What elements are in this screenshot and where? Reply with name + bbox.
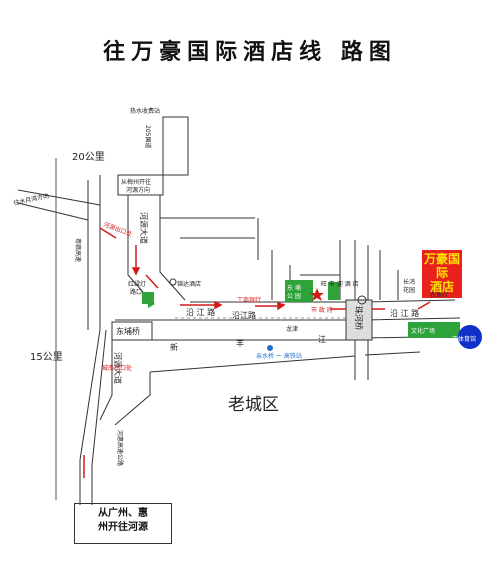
- from-meizhou-2: 河源方向: [126, 186, 150, 194]
- stadium-marker: [458, 325, 482, 349]
- xin-label: 新: [170, 342, 178, 352]
- city-govt-label: 市 政 府: [311, 306, 333, 314]
- km20-label: 20公里: [72, 151, 105, 163]
- roundabout-1: [169, 278, 177, 286]
- toll-station-label: 热水收费站: [130, 107, 160, 115]
- dot-icon: [267, 345, 273, 351]
- yanjiang-road: [115, 299, 461, 321]
- triangle-icon: [148, 298, 155, 308]
- yanjiang-east-label: 沿 江 路: [390, 308, 419, 318]
- bridge-pillar: [345, 299, 373, 341]
- mayor-hotel-label: 旺 市 迎 酒 店: [321, 280, 359, 288]
- g205-road-top: [162, 116, 189, 176]
- from-meizhou-1: 从梅州开往: [121, 178, 151, 186]
- chengnan-exit-label: 城南出口处: [102, 364, 132, 372]
- arrow-icon: [145, 274, 159, 289]
- arrow-icon: [417, 301, 431, 310]
- yanjiang-west-label: 沿 江 路: [186, 307, 215, 317]
- arrow-icon: [277, 301, 286, 311]
- culture-square-label: 文化广场: [411, 327, 435, 335]
- hotel-box: [422, 250, 462, 298]
- changhong-garden-1: 长鸿: [403, 278, 415, 286]
- traffic-light-label-1: 红绿灯: [128, 280, 146, 288]
- heihui-expressway-label: 河惠高速公路: [116, 430, 124, 466]
- culture-square-area: [408, 322, 460, 338]
- heyuan-ave-bottom-label: 河源大道: [113, 352, 123, 384]
- arrow-icon: [99, 227, 117, 239]
- hotel-name-line1: 万豪国际: [424, 252, 461, 280]
- jixin-hotel-label: 锦达酒店: [177, 280, 201, 288]
- zhuhe-bridge-label: 珠河桥: [354, 306, 364, 330]
- nongfa-bank-label: 农发行: [430, 291, 448, 299]
- star-icon: [310, 288, 324, 301]
- hotel-name: 万豪国际 酒店: [424, 252, 460, 294]
- yueg-expressway-label: 粤赣高速: [74, 238, 82, 262]
- green-park-2: 公 园: [287, 293, 301, 300]
- heyuan-exit-label: 河源出口处: [102, 220, 133, 238]
- longjin-label: 龙津: [286, 325, 298, 333]
- traffic-light-label-2: 路口: [130, 288, 142, 296]
- diagonal-road: [17, 189, 101, 221]
- changhong-garden-2: 花园: [403, 286, 415, 294]
- dongpu-bridge-block: [111, 321, 153, 341]
- green-park-1: 东 埔: [287, 284, 301, 292]
- xinfeng-road: [149, 335, 471, 373]
- roundabout-2: [357, 295, 367, 305]
- heyuan-avenue-road: [127, 195, 186, 301]
- km15-label: 15公里: [30, 351, 63, 363]
- page-title: 往万豪国际酒店线 路图: [103, 40, 397, 65]
- green-area-2: [328, 282, 340, 300]
- g205-label: 205国道: [144, 125, 152, 148]
- jiang-label: 江: [318, 335, 326, 344]
- green-area-park: [285, 280, 313, 302]
- route-arrows: [83, 227, 431, 478]
- hotel-name-line2: 酒店: [429, 280, 454, 294]
- yanjiang-mid-label: 沿江路: [232, 310, 256, 320]
- dongpu-bridge-label: 东埔桥: [116, 326, 140, 336]
- expressway-road: [79, 175, 107, 500]
- old-town-label: 老城区: [228, 395, 279, 415]
- heyuan-ave-top-label: 河源大道: [139, 212, 149, 244]
- arrow-icon: [214, 300, 223, 310]
- stadium-label: 市体育馆: [452, 335, 476, 343]
- feng-label: 丰: [236, 338, 244, 348]
- heyuan-avenue-lower: [99, 340, 151, 426]
- icbc-label: 工商银行: [237, 296, 261, 304]
- wangjiang-direction-label: 往水月湾方向: [13, 192, 50, 207]
- riverside-park-label: 亲水桥 一 高铁站: [256, 352, 302, 360]
- start-box: 从广州、惠 州开往河源: [74, 503, 172, 544]
- arrow-icon: [131, 267, 141, 276]
- start-road: [79, 460, 93, 505]
